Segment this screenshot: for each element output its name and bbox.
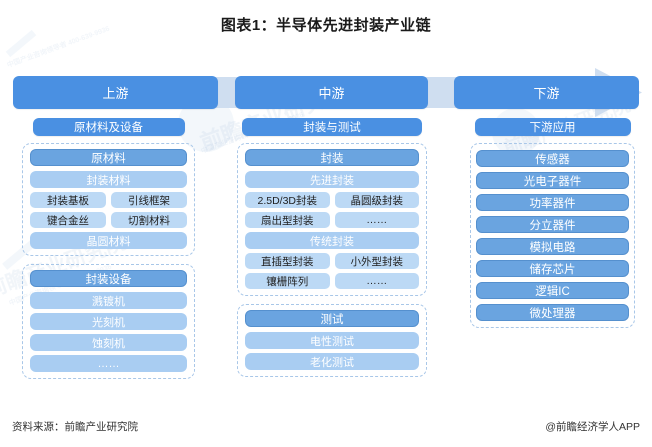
- source-note: 资料来源：前瞻产业研究院: [12, 421, 138, 433]
- item-sputtering-machine[interactable]: 溅镀机: [30, 292, 187, 309]
- item-optoelectronic[interactable]: 光电子器件: [476, 172, 629, 189]
- chart-title: 图表1：半导体先进封装产业链: [220, 17, 432, 34]
- stage-banner-midstream[interactable]: 中游: [235, 76, 428, 109]
- group-downstream-applications: 传感器 光电子器件 功率器件 分立器件 模拟电路 储存芯片 逻辑IC 微处理器: [470, 143, 635, 328]
- item-advanced-packaging[interactable]: 先进封装: [245, 171, 419, 188]
- item-grid-array[interactable]: 镶栅阵列: [245, 273, 330, 289]
- item-power-device[interactable]: 功率器件: [476, 194, 629, 211]
- item-fan-out-packaging[interactable]: 扇出型封装: [245, 212, 330, 228]
- pair-row: 2.5D/3D封装 晶圆级封装: [245, 192, 419, 208]
- pair-row: 镶栅阵列 ……: [245, 273, 419, 289]
- item-lithography-machine[interactable]: 光刻机: [30, 313, 187, 330]
- pair-row: 封装基板 引线框架: [30, 192, 187, 208]
- item-substrate[interactable]: 封装基板: [30, 192, 106, 208]
- item-burn-in-test[interactable]: 老化测试: [245, 353, 419, 370]
- item-traditional-more[interactable]: ……: [334, 273, 419, 289]
- stage-label: 中游: [318, 86, 345, 101]
- subgroup-header-testing[interactable]: 测试: [245, 310, 419, 327]
- item-sensor[interactable]: 传感器: [476, 150, 629, 167]
- group-testing: 测试 电性测试 老化测试: [237, 304, 427, 377]
- item-dip-packaging[interactable]: 直插型封装: [245, 253, 330, 269]
- item-2p5d-3d-packaging[interactable]: 2.5D/3D封装: [245, 192, 330, 208]
- item-microprocessor[interactable]: 微处理器: [476, 304, 629, 321]
- item-electrical-test[interactable]: 电性测试: [245, 332, 419, 349]
- subgroup-header-packaging-equipment[interactable]: 封装设备: [30, 270, 187, 287]
- brand-note: @前瞻经济学人APP: [545, 421, 640, 433]
- pair-row: 直插型封装 小外型封装: [245, 253, 419, 269]
- category-header-raw-materials-equipment[interactable]: 原材料及设备: [32, 118, 185, 136]
- item-analog-circuit[interactable]: 模拟电路: [476, 238, 629, 255]
- footer: 资料来源：前瞻产业研究院 @前瞻经济学人APP: [0, 419, 652, 433]
- stage-banner-downstream[interactable]: 下游: [454, 76, 639, 109]
- group-packaging-equipment: 封装设备 溅镀机 光刻机 蚀刻机 ……: [22, 264, 195, 379]
- item-etching-machine[interactable]: 蚀刻机: [30, 334, 187, 351]
- item-advanced-more[interactable]: ……: [334, 212, 419, 228]
- column-downstream: 下游应用 传感器 光电子器件 功率器件 分立器件 模拟电路 储存芯片 逻辑IC …: [470, 118, 635, 336]
- group-raw-materials: 原材料 封装材料 封装基板 引线框架 键合金丝 切割材料 晶圆材料: [22, 143, 195, 256]
- subgroup-header-packaging[interactable]: 封装: [245, 149, 419, 166]
- pair-row: 扇出型封装 ……: [245, 212, 419, 228]
- item-dicing-material[interactable]: 切割材料: [111, 212, 187, 228]
- group-packaging: 封装 先进封装 2.5D/3D封装 晶圆级封装 扇出型封装 …… 传统封装 直插…: [237, 143, 427, 296]
- column-midstream: 封装与测试 封装 先进封装 2.5D/3D封装 晶圆级封装 扇出型封装 …… 传…: [237, 118, 427, 385]
- item-sop-packaging[interactable]: 小外型封装: [334, 253, 419, 269]
- item-discrete-device[interactable]: 分立器件: [476, 216, 629, 233]
- item-memory-chip[interactable]: 储存芯片: [476, 260, 629, 277]
- item-wafer-material[interactable]: 晶圆材料: [30, 232, 187, 249]
- category-header-downstream-applications[interactable]: 下游应用: [474, 118, 631, 136]
- subgroup-header-raw-materials[interactable]: 原材料: [30, 149, 187, 166]
- category-header-packaging-testing[interactable]: 封装与测试: [242, 118, 422, 136]
- item-lead-frame[interactable]: 引线框架: [111, 192, 187, 208]
- item-traditional-packaging[interactable]: 传统封装: [245, 232, 419, 249]
- pair-row: 键合金丝 切割材料: [30, 212, 187, 228]
- stage-label: 下游: [533, 86, 560, 101]
- column-upstream: 原材料及设备 原材料 封装材料 封装基板 引线框架 键合金丝 切割材料 晶圆材料…: [22, 118, 195, 387]
- item-equipment-more[interactable]: ……: [30, 355, 187, 372]
- item-logic-ic[interactable]: 逻辑IC: [476, 282, 629, 299]
- stage-banner-upstream[interactable]: 上游: [13, 76, 218, 109]
- item-bonding-wire[interactable]: 键合金丝: [30, 212, 106, 228]
- item-packaging-materials[interactable]: 封装材料: [30, 171, 187, 188]
- stage-label: 上游: [102, 86, 129, 101]
- item-wafer-level-packaging[interactable]: 晶圆级封装: [334, 192, 419, 208]
